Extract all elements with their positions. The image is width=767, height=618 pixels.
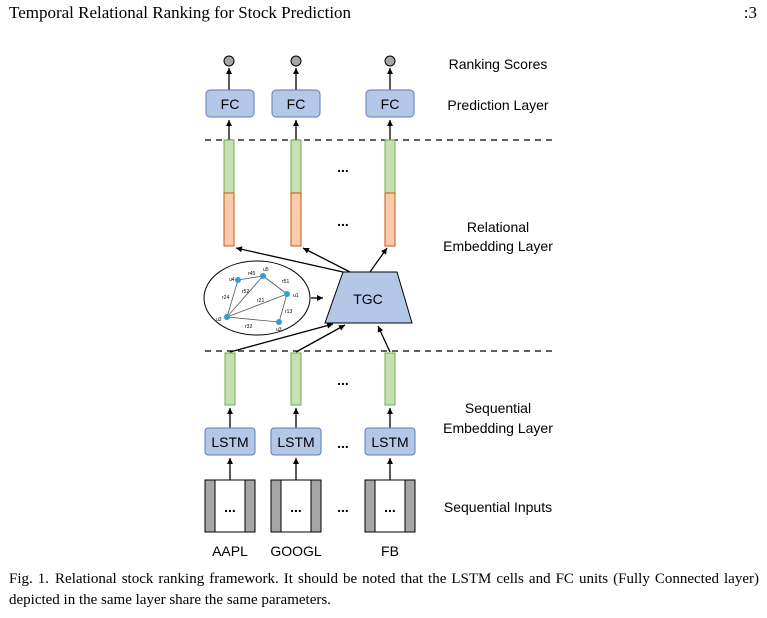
label-relational-line2: Embedding Layer: [443, 238, 553, 254]
relational-embedding-aapl: [223, 139, 235, 247]
label-sequential-line1: Sequential: [465, 400, 531, 416]
graph-node-u3: [276, 319, 282, 325]
stock-label-fb: FB: [381, 543, 399, 559]
svg-text:...: ...: [224, 499, 236, 515]
svg-text:...: ...: [337, 372, 349, 388]
svg-text:r24: r24: [222, 295, 229, 301]
fc-unit-aapl: FC: [205, 89, 255, 118]
svg-text:...: ...: [337, 435, 349, 451]
svg-text:u4: u4: [229, 277, 235, 283]
svg-text:FC: FC: [381, 96, 400, 112]
relational-embedding-fb: [384, 139, 396, 247]
svg-text:u5: u5: [263, 267, 269, 273]
svg-text:LSTM: LSTM: [371, 434, 408, 450]
svg-text:FC: FC: [287, 96, 306, 112]
graph-node-u5: [260, 273, 266, 279]
sequential-embedding-googl: [290, 352, 302, 406]
lstm-cell-fb: LSTM: [364, 427, 416, 456]
svg-text:r45: r45: [248, 271, 255, 277]
graph-node-u4: [235, 277, 241, 283]
svg-text:...: ...: [337, 159, 349, 175]
svg-text:...: ...: [337, 213, 349, 229]
svg-text:r52: r52: [242, 289, 249, 295]
lstm-cell-aapl: LSTM: [204, 427, 256, 456]
svg-text:TGC: TGC: [353, 291, 383, 307]
svg-text:r21: r21: [257, 298, 264, 304]
fc-unit-googl: FC: [271, 89, 321, 118]
label-sequential-line2: Embedding Layer: [443, 420, 553, 436]
label-relational-line1: Relational: [467, 219, 529, 235]
svg-text:LSTM: LSTM: [277, 434, 314, 450]
sequential-input-googl: ...: [270, 479, 322, 533]
svg-text:...: ...: [290, 499, 302, 515]
sequential-input-fb: ...: [364, 479, 416, 533]
score-node-fb: [384, 55, 396, 67]
svg-text:u2: u2: [216, 317, 222, 323]
label-ranking-scores: Ranking Scores: [449, 56, 548, 72]
svg-text:FC: FC: [221, 96, 240, 112]
sequential-embedding-fb: [384, 352, 396, 406]
caption-text: Relational stock ranking framework. It s…: [9, 571, 759, 608]
framework-diagram: FC FC FC ... ... TGC: [203, 55, 553, 559]
sequential-embedding-aapl: [224, 352, 236, 406]
svg-text:...: ...: [384, 499, 396, 515]
graph-node-u1: [284, 291, 290, 297]
relation-graph: u4 u5 u1 u3 u2 r45 r51 r24 r52 r21 r13 r…: [203, 260, 311, 336]
lstm-cell-googl: LSTM: [270, 427, 322, 456]
relational-embedding-googl: [290, 139, 302, 247]
label-sequential-inputs: Sequential Inputs: [444, 499, 552, 515]
running-head-title: Temporal Relational Ranking for Stock Pr…: [9, 3, 352, 22]
svg-text:r13: r13: [285, 309, 292, 315]
svg-text:LSTM: LSTM: [211, 434, 248, 450]
stock-label-aapl: AAPL: [212, 543, 248, 559]
label-prediction-layer: Prediction Layer: [447, 97, 549, 113]
caption-label: Fig. 1.: [9, 571, 50, 587]
svg-text:u3: u3: [276, 327, 282, 333]
graph-node-u2: [224, 314, 230, 320]
figure-caption: Fig. 1.Relational stock ranking framewor…: [9, 569, 759, 611]
score-node-aapl: [223, 55, 235, 67]
stock-label-googl: GOOGL: [270, 543, 322, 559]
score-node-googl: [290, 55, 302, 67]
svg-text:...: ...: [337, 499, 349, 515]
svg-text:u1: u1: [293, 293, 299, 299]
svg-text:r51: r51: [282, 279, 289, 285]
page-number: :3: [743, 3, 757, 22]
svg-text:r32: r32: [245, 324, 252, 330]
tgc-module: TGC: [324, 271, 413, 324]
sequential-input-aapl: ...: [204, 479, 256, 533]
fc-unit-fb: FC: [365, 89, 415, 118]
